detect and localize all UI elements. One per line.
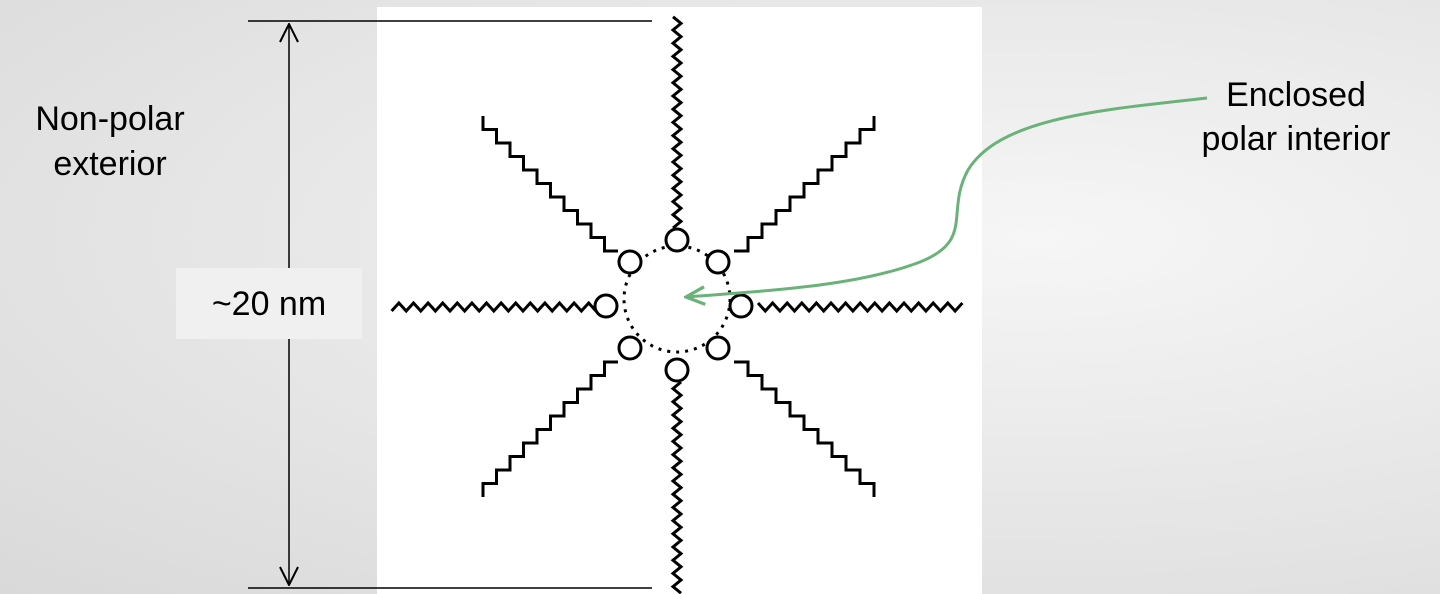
tail-lower-left <box>481 360 618 497</box>
interior-label-line-2: polar interior <box>1202 120 1391 158</box>
head-right <box>728 293 754 319</box>
micelle-core-boundary <box>622 244 732 354</box>
interior-label-line-1: Enclosed <box>1226 76 1366 114</box>
tail-lower-right <box>734 360 876 497</box>
micelle <box>390 15 964 594</box>
exterior-label-line-2: exterior <box>53 145 166 183</box>
head-lower-right <box>705 335 731 361</box>
tail-down <box>670 380 684 594</box>
head-bottom <box>664 357 690 383</box>
head-top <box>664 227 690 253</box>
tail-right <box>756 300 964 314</box>
head-upper-right <box>705 249 731 275</box>
interior-pointer-arrow <box>686 96 1208 297</box>
head-lower-left <box>617 335 643 361</box>
tail-up <box>670 15 684 230</box>
tail-left <box>390 300 598 314</box>
tail-upper-right <box>734 116 876 253</box>
micelle-panel <box>377 7 982 594</box>
head-upper-left <box>617 249 643 275</box>
head-left <box>593 293 619 319</box>
dimension-label-box <box>176 268 362 339</box>
exterior-label-line-1: Non-polar <box>35 100 184 138</box>
tail-upper-left <box>481 116 618 253</box>
dimension-label: ~20 nm <box>212 285 326 323</box>
